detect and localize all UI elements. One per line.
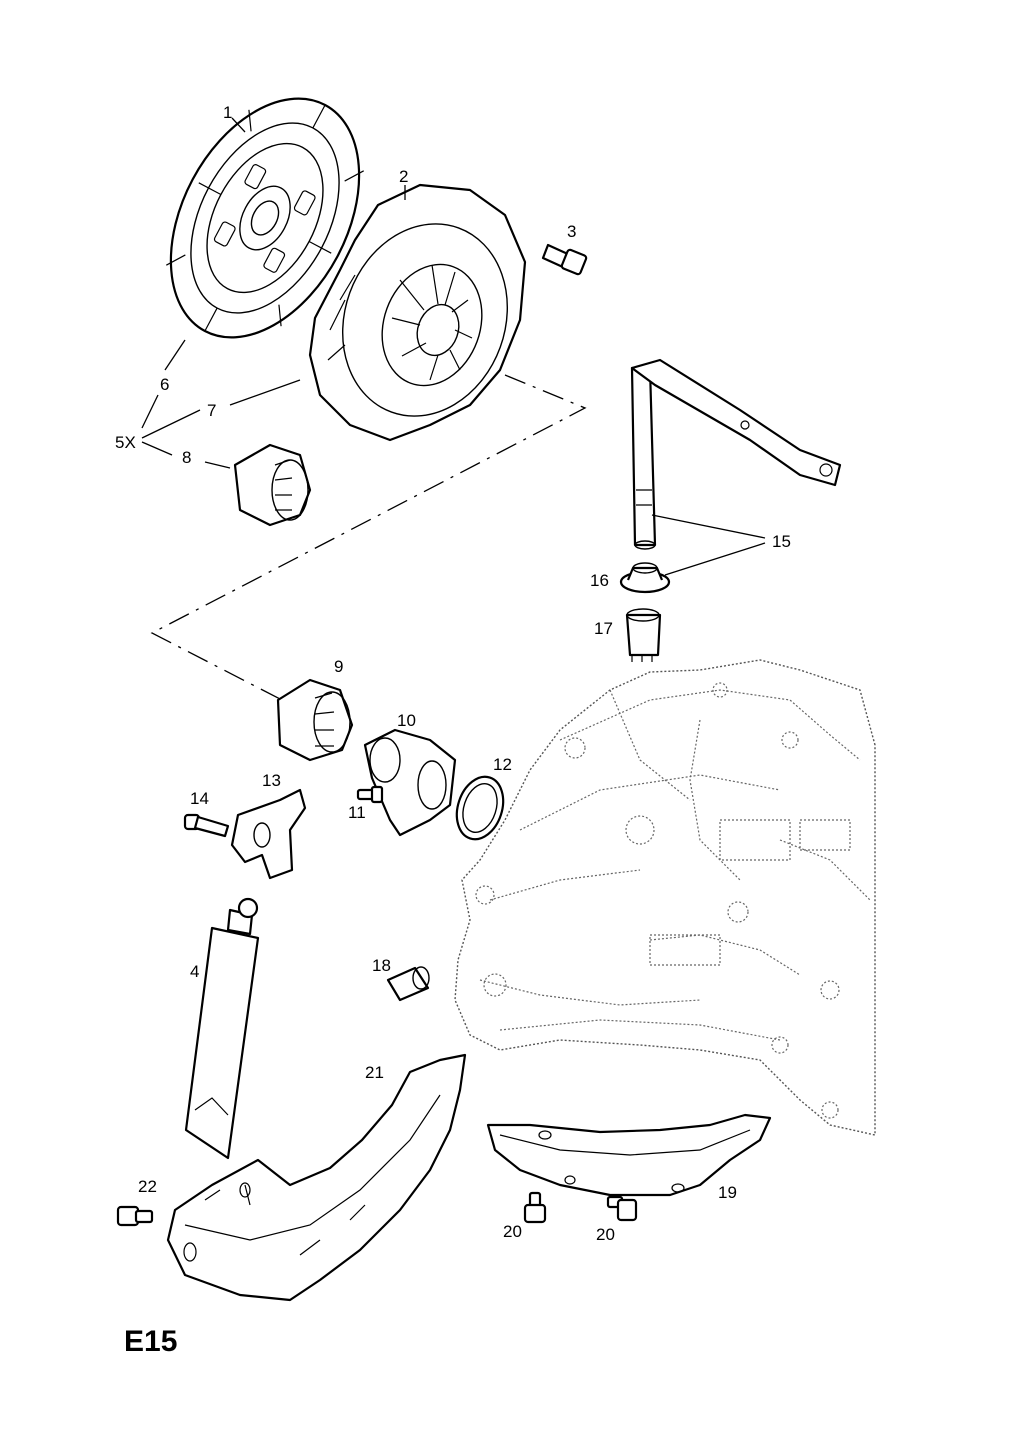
callout-5x: 5X [115,433,136,452]
clutch-disc [166,97,364,339]
callout-20a: 20 [503,1222,522,1241]
callout-7: 7 [207,401,216,420]
gearbox-housing [454,659,876,1136]
release-bearing [233,443,312,527]
callout-20b: 20 [596,1225,615,1244]
callout-19: 19 [718,1183,737,1202]
callout-9: 9 [334,657,343,676]
shaft-bush [625,608,662,662]
callout-11: 11 [348,803,366,822]
fork-bolt [183,813,230,838]
pressure-plate-bolt [541,243,588,276]
lower-cover-bolt-a [523,1191,547,1224]
pressure-plate [308,183,527,442]
callout-3: 3 [567,222,576,241]
callout-4: 4 [190,962,199,981]
callout-1: 1 [223,103,232,122]
callout-6: 6 [160,375,169,394]
guide-sleeve [363,728,457,837]
cover-plate-bolt [116,1205,154,1227]
bush [386,966,430,1002]
callout-8: 8 [182,448,191,467]
shaft-seal [619,562,671,594]
callout-15: 15 [772,532,791,551]
callout-21: 21 [365,1063,384,1082]
lower-cover-bolt-b [606,1195,638,1222]
callout-2: 2 [399,167,408,186]
release-shaft [630,358,842,550]
sealing-ring [455,775,505,841]
callout-22: 22 [138,1177,157,1196]
callout-17: 17 [594,619,613,638]
guide-sleeve-bolt [356,785,384,804]
callout-12: 12 [493,755,512,774]
callout-16: 16 [590,571,609,590]
leader-lines [141,117,766,576]
assembly-line [150,374,587,701]
cover-plate [166,1053,467,1302]
callout-10: 10 [397,711,416,730]
release-bearing-alt [276,678,354,762]
diagram-code: E15 [124,1325,177,1358]
lower-cover [486,1113,772,1197]
callout-13: 13 [262,771,281,790]
release-fork [230,788,307,880]
grease-tube [184,897,260,1160]
callout-18: 18 [372,956,391,975]
callout-14: 14 [190,789,209,808]
